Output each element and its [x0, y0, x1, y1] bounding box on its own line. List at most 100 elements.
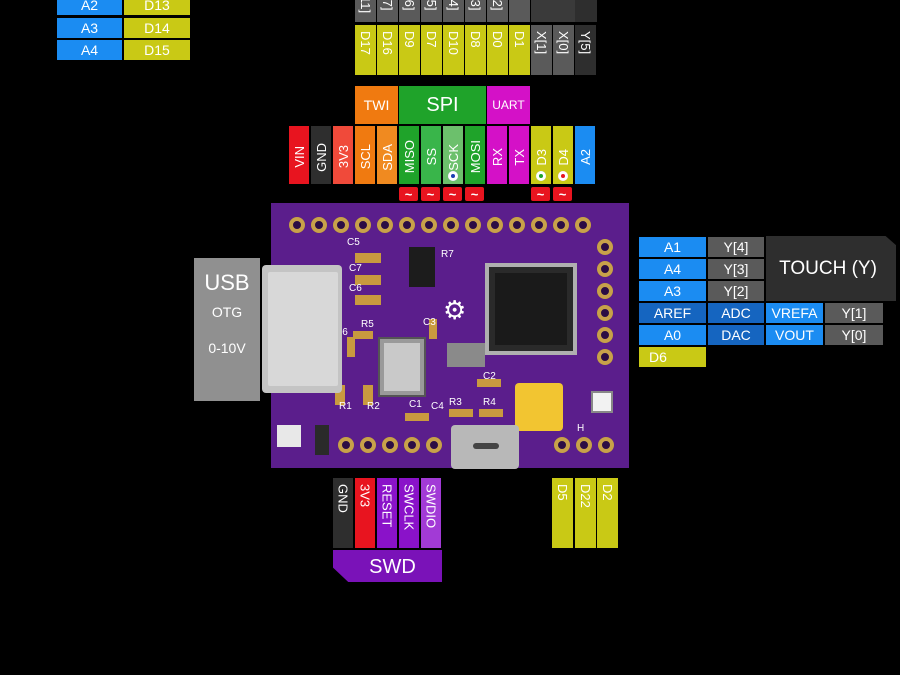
header-pad: [377, 217, 393, 233]
top-digital-y5: Y[5]: [575, 25, 596, 75]
silk-c2: C2: [483, 371, 496, 382]
small-chip: [447, 343, 485, 367]
swd-3v3: 3V3: [355, 478, 375, 548]
header-pad: [597, 349, 613, 365]
header-pad: [509, 217, 525, 233]
top-digital-x0: X[0]: [553, 25, 574, 75]
resistor-r1: [335, 385, 345, 405]
pin-vin: VIN: [289, 126, 309, 184]
header-pad: [553, 217, 569, 233]
pin-gnd: GND: [311, 126, 331, 184]
pwm-mosi: ~: [465, 187, 484, 202]
pin-d22: D22: [575, 478, 596, 548]
pin-mosi: MOSI: [465, 126, 485, 184]
header-pad: [465, 217, 481, 233]
top-digital-d10: D10: [443, 25, 464, 75]
crystal-top: [384, 343, 420, 391]
header-pad: [443, 217, 459, 233]
top-digital-d16: D16: [377, 25, 398, 75]
pin-sck: SCK: [443, 126, 463, 184]
silk-r3: R3: [449, 397, 462, 408]
header-pad: [355, 217, 371, 233]
header-pad: [404, 437, 420, 453]
pwm-d4: ~: [553, 187, 572, 202]
touch-title: TOUCH (Y): [779, 258, 877, 279]
header-pad: [575, 217, 591, 233]
top-strip-upper-2: [7]: [377, 0, 398, 22]
twi-header: TWI: [355, 86, 398, 124]
resistor-r2: [363, 385, 373, 405]
header-pad: [333, 217, 349, 233]
silk-c3: C3: [423, 317, 436, 328]
header-pad: [487, 217, 503, 233]
regulator-chip: [409, 247, 435, 287]
right-a0: A0: [639, 325, 706, 345]
silk-c4: C4: [431, 401, 444, 412]
capacitor-c2: [477, 379, 501, 387]
pin-miso: MISO: [399, 126, 419, 184]
sck-indicator-dot: [448, 171, 458, 181]
top-strip-upper-4: [5]: [421, 0, 442, 22]
top-digital-x1: X[1]: [531, 25, 552, 75]
uart-header: UART: [487, 86, 530, 124]
pin-rx: RX: [487, 126, 507, 184]
touch-block: [766, 236, 896, 301]
pwm-sck: ~: [443, 187, 462, 202]
header-pad: [421, 217, 437, 233]
silk-r2: R2: [367, 401, 380, 412]
top-left-analog-3: A4: [57, 40, 122, 60]
resistor-r5: [353, 331, 373, 339]
silk-c5: C5: [347, 237, 360, 248]
silk-c7: C7: [349, 263, 362, 274]
capacitor-c7: [355, 275, 381, 285]
pin-a2: A2: [575, 126, 595, 184]
capacitor-c5: [355, 253, 381, 263]
capacitor-c1: [405, 413, 429, 421]
swd-title: SWD: [369, 555, 416, 578]
top-strip-upper-3: [6]: [399, 0, 420, 22]
top-digital-d8: D8: [465, 25, 486, 75]
pin-d3: D3: [531, 126, 551, 184]
swd-gnd: GND: [333, 478, 353, 548]
right-a3: A3: [639, 281, 706, 301]
microcontroller-die: [495, 273, 567, 345]
pin-d5: D5: [552, 478, 573, 548]
swd-reset: RESET: [377, 478, 397, 548]
header-pad: [289, 217, 305, 233]
silk-c6: C6: [349, 283, 362, 294]
right-a1: A1: [639, 237, 706, 257]
right-vrefa: VREFA: [766, 303, 823, 323]
top-digital-d17: D17: [355, 25, 376, 75]
header-pad: [598, 437, 614, 453]
header-pad: [382, 437, 398, 453]
silk-r1: R1: [339, 401, 352, 412]
usb-connector-face: [268, 272, 338, 386]
right-aref: AREF: [639, 303, 706, 323]
resistor-r6: [347, 337, 355, 357]
swd-swclk: SWCLK: [399, 478, 419, 548]
rgb-led: [591, 391, 613, 413]
swd-swdio: SWDIO: [421, 478, 441, 548]
top-strip-upper-10: [575, 0, 597, 22]
capacitor-c6: [355, 295, 381, 305]
pin-sda: SDA: [377, 126, 397, 184]
top-digital-d9: D9: [399, 25, 420, 75]
swd-header-bg: [333, 550, 442, 582]
usb-title: USB: [204, 270, 250, 295]
header-pad: [399, 217, 415, 233]
header-pad: [597, 305, 613, 321]
top-left-digital-2: D14: [124, 18, 190, 38]
top-strip-upper-5: [4]: [443, 0, 464, 22]
top-strip-upper-6: [3]: [465, 0, 486, 22]
right-a4: A4: [639, 259, 706, 279]
spi-header: SPI: [399, 86, 486, 124]
top-left-analog-1: A2: [57, 0, 122, 15]
top-left-analog-2: A3: [57, 18, 122, 38]
capacitor-c3: [429, 319, 437, 339]
top-strip-upper-7: [2]: [487, 0, 508, 22]
pin-3v3: 3V3: [333, 126, 353, 184]
header-pad: [597, 261, 613, 277]
right-y4: Y[4]: [708, 237, 764, 257]
header-pad: [597, 283, 613, 299]
top-digital-d0: D0: [487, 25, 508, 75]
